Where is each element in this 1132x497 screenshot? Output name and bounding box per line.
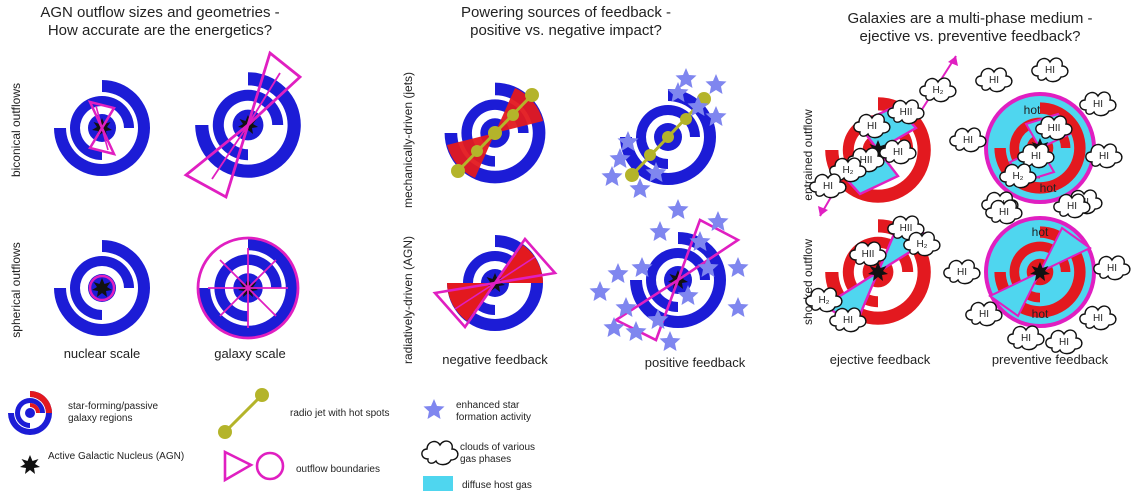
legend-galaxy-1: star-forming/passive [68,401,158,412]
legend-agn: Active Galactic Nucleus (AGN) [48,451,184,462]
galaxy-negative-agn [432,235,558,331]
galaxy-positive-agn [589,199,749,351]
svg-text:HI: HI [1093,313,1103,324]
multiphase-title-1: Galaxies are a multi-phase medium - [847,10,1092,27]
svg-text:HII: HII [862,249,875,260]
svg-text:HI: HI [979,309,989,320]
galaxy-positive-jet [601,68,727,198]
legend-stars-1: enhanced star [456,400,520,411]
galaxy-nuclear-spherical [54,240,150,336]
legend-outflow-icon [223,449,285,483]
legend-star-icon [423,399,445,419]
svg-text:H₂: H₂ [932,85,943,96]
col-label-positive: positive feedback [645,355,746,370]
svg-text:HI: HI [989,75,999,86]
legend-diffuse-swatch [423,476,453,491]
svg-text:HI: HI [963,135,973,146]
legend-diffuse: diffuse host gas [462,480,532,491]
svg-text:hot: hot [1032,225,1049,239]
galaxy-negative-jet [444,82,546,184]
powering-title-1: Powering sources of feedback - [461,4,671,21]
outflows-title-1: AGN outflow sizes and geometries - [40,4,279,21]
col-label-preventive: preventive feedback [992,352,1109,367]
outflows-title-2: How accurate are the energetics? [48,22,272,39]
svg-text:HI: HI [1067,201,1077,212]
svg-text:HI: HI [893,147,903,158]
col-label-galaxy: galaxy scale [214,346,286,361]
svg-text:HI: HI [1031,151,1041,162]
svg-text:H₂: H₂ [916,239,927,250]
svg-text:HII: HII [1048,123,1061,134]
svg-text:HI: HI [1093,99,1103,110]
galaxy-ejective-shocked: HII HII H₂ H₂ HI [805,215,941,333]
galaxy-preventive-entrained: hot hot HI HI HI HI HI HI HI HI HII H₂ [949,57,1123,217]
svg-text:HI: HI [999,207,1009,218]
svg-text:HI: HI [957,267,967,278]
legend-galaxy-icon [8,391,52,435]
legend-stars-2: formation activity [456,412,531,423]
legend-jet-icon [218,388,269,439]
svg-text:HI: HI [823,181,833,192]
row-label-radiative: radiatively-driven (AGN) [401,236,415,364]
galaxy-ejective-entrained: HI HI HII HII H₂ H₂ HI [809,55,958,217]
legend-clouds-1: clouds of various [460,442,535,453]
legend-agn-icon [20,455,40,474]
outflows-panel: AGN outflow sizes and geometries - How a… [9,4,303,361]
col-label-negative: negative feedback [442,352,548,367]
galaxy-scale-biconical [183,50,303,200]
svg-text:HII: HII [860,155,873,166]
svg-text:H₂: H₂ [1012,171,1023,182]
multiphase-panel: Galaxies are a multi-phase medium - ejec… [801,10,1131,367]
svg-text:HI: HI [843,315,853,326]
legend-outflow: outflow boundaries [296,464,380,475]
row-label-shocked: shocked outflow [801,239,815,325]
row-label-biconical: biconical outflows [9,83,23,177]
svg-text:HII: HII [900,107,913,118]
svg-text:HI: HI [867,121,877,132]
svg-text:H₂: H₂ [842,165,853,176]
galaxy-nuclear-biconical [54,80,150,176]
svg-text:H₂: H₂ [818,295,829,306]
legend-cloud-icon [421,440,459,466]
svg-text:HI: HI [1021,333,1031,344]
row-label-entrained: entrained outflow [801,109,815,201]
svg-text:HII: HII [900,223,913,234]
svg-text:HI: HI [1045,65,1055,76]
svg-text:HI: HI [1099,151,1109,162]
col-label-ejective: ejective feedback [830,352,931,367]
svg-text:HI: HI [1059,337,1069,348]
legend: star-forming/passive galaxy regions Acti… [8,388,535,491]
multiphase-title-2: ejective vs. preventive feedback? [860,28,1081,45]
svg-text:hot: hot [1032,307,1049,321]
svg-text:HI: HI [1107,263,1117,274]
legend-jet: radio jet with hot spots [290,408,390,419]
legend-clouds-2: gas phases [460,454,511,465]
galaxy-preventive-shocked: hot hot HI HI HI HI HI HI HI HI [943,193,1131,355]
galaxy-scale-spherical [196,236,300,340]
svg-text:hot: hot [1024,103,1041,117]
svg-text:hot: hot [1040,181,1057,195]
row-label-spherical: spherical outflows [9,242,23,337]
row-label-mechanical: mechanically-driven (jets) [401,72,415,208]
powering-title-2: positive vs. negative impact? [470,22,662,39]
powering-panel: Powering sources of feedback - positive … [401,4,749,370]
col-label-nuclear: nuclear scale [64,346,141,361]
legend-galaxy-2: galaxy regions [68,413,132,424]
